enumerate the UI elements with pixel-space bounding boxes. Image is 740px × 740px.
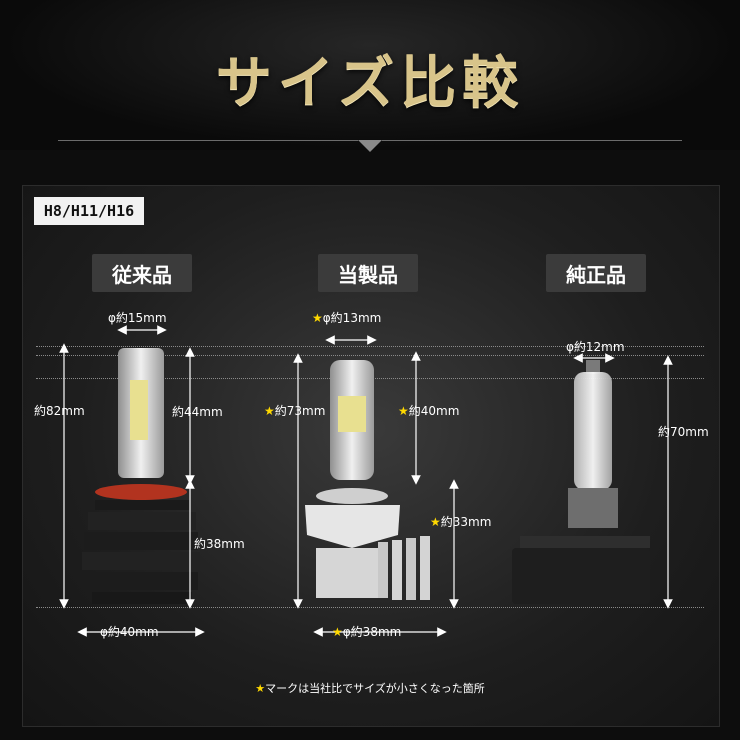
star-icon: ★ bbox=[332, 625, 343, 639]
star-icon: ★ bbox=[430, 515, 441, 529]
conventional-top-width: φ約15mm bbox=[108, 311, 167, 325]
footnote: ★マークは当社比でサイズが小さくなった箇所 bbox=[255, 682, 485, 695]
ours-height: ★約73mm bbox=[264, 404, 326, 418]
star-icon: ★ bbox=[264, 404, 275, 418]
header: サイズ比較 bbox=[0, 0, 740, 152]
genuine-top-width: φ約12mm bbox=[566, 340, 625, 354]
star-icon: ★ bbox=[255, 682, 266, 695]
conventional-height: 約82mm bbox=[34, 404, 85, 418]
label-ours: 当製品 bbox=[318, 254, 418, 292]
down-arrow-icon bbox=[358, 140, 382, 152]
guide-line-top bbox=[36, 346, 704, 347]
conventional-lower: 約38mm bbox=[194, 537, 245, 551]
star-icon: ★ bbox=[398, 404, 409, 418]
header-divider-left bbox=[58, 140, 358, 141]
conventional-bulb-image bbox=[82, 348, 200, 604]
guide-line-bottom bbox=[36, 607, 704, 608]
bulb-type-tag: H8/H11/H16 bbox=[34, 197, 144, 225]
ours-top-width: ★φ約13mm bbox=[312, 311, 382, 325]
ours-upper: ★約40mm bbox=[398, 404, 460, 418]
header-divider-right bbox=[382, 140, 682, 141]
guide-line-2 bbox=[36, 355, 704, 356]
conventional-upper: 約44mm bbox=[172, 405, 223, 419]
genuine-bulb-image bbox=[512, 360, 650, 604]
star-icon: ★ bbox=[312, 311, 323, 325]
ours-base-width: ★φ約38mm bbox=[332, 625, 402, 639]
conventional-base-width: φ約40mm bbox=[100, 625, 159, 639]
our-bulb-image bbox=[305, 360, 430, 600]
label-genuine: 純正品 bbox=[546, 254, 646, 292]
label-conventional: 従来品 bbox=[92, 254, 192, 292]
genuine-height: 約70mm bbox=[658, 425, 709, 439]
page-title: サイズ比較 bbox=[215, 50, 525, 116]
ours-lower: ★約33mm bbox=[430, 515, 492, 529]
